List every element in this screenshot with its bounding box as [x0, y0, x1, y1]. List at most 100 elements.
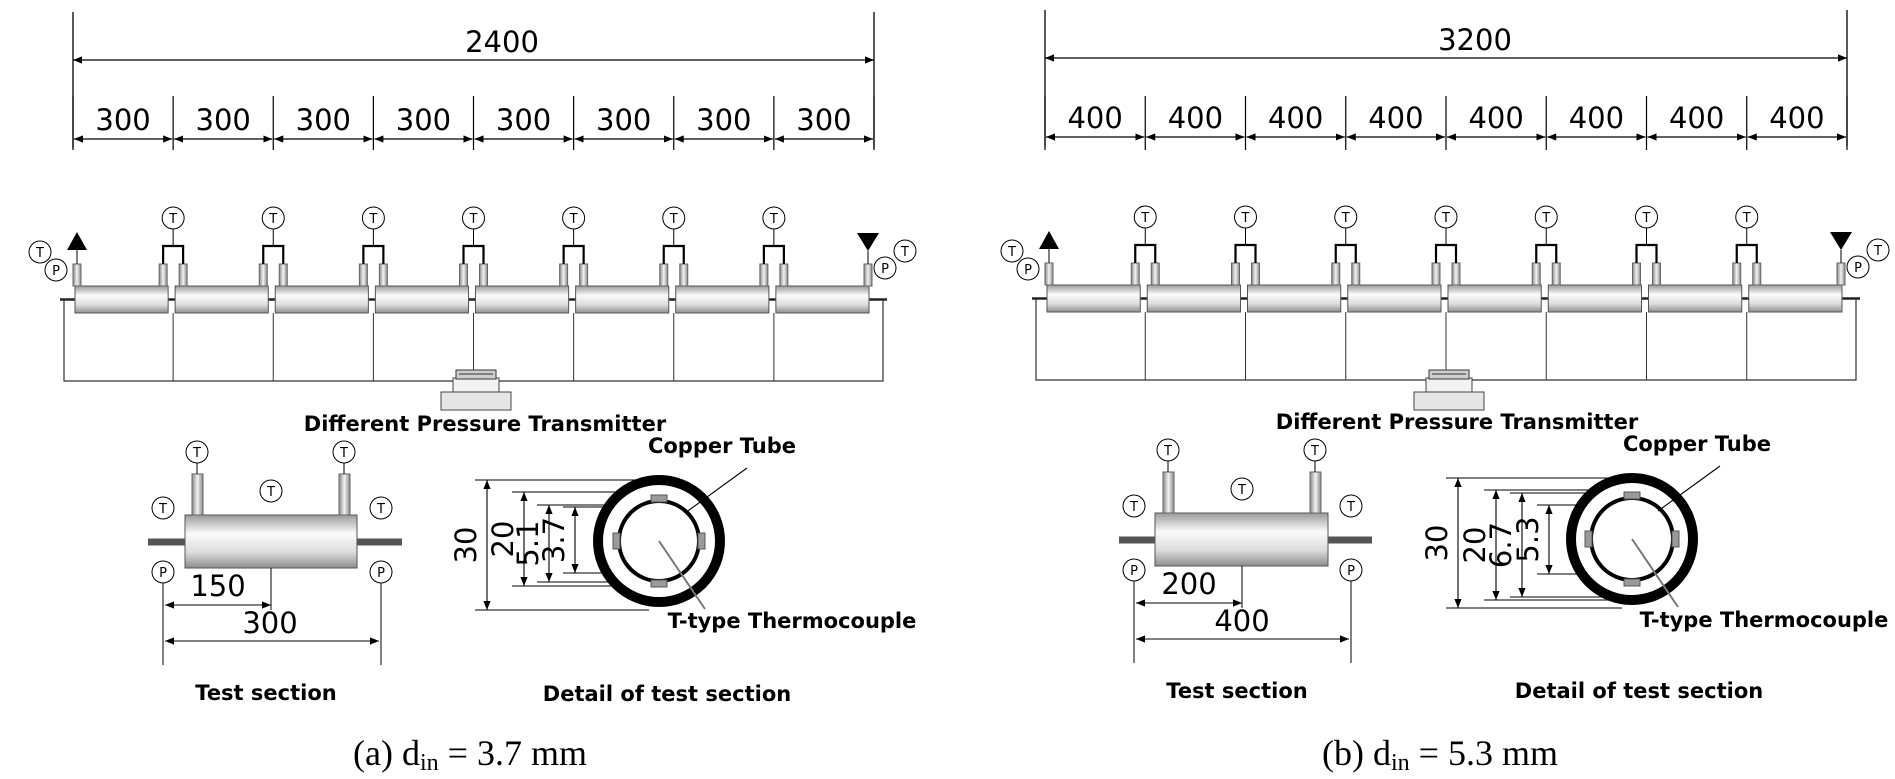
temperature-sensor: T	[1230, 477, 1254, 501]
segment-length-label: 400	[1268, 101, 1323, 135]
thermocouple-leader	[658, 540, 706, 610]
diameter-label: 5.1	[511, 520, 545, 566]
temperature-sensor: T	[1434, 205, 1458, 229]
temperature-sensor: T	[1339, 494, 1363, 518]
segment-length-label: 300	[796, 103, 851, 137]
test-tube-segment	[274, 285, 369, 314]
temperature-sensor: T	[1122, 494, 1146, 518]
test-tube-segment	[475, 285, 570, 314]
copper-tube-label: Copper Tube	[648, 434, 796, 458]
segment-length-label: 300	[196, 103, 251, 137]
svg-text:T: T	[268, 212, 277, 227]
segment-length-label: 300	[496, 103, 551, 137]
test-tube-segment	[1447, 284, 1542, 313]
test-tube-segment	[575, 285, 670, 314]
junction-bridge	[1234, 243, 1257, 263]
junction-bridge	[362, 244, 385, 264]
temperature-sensor: T	[332, 440, 356, 464]
panel-a-caption: (a) din = 3.7 mm	[353, 733, 587, 774]
temperature-sensor: T	[762, 206, 786, 230]
panel-b-full-length: 400	[1214, 604, 1269, 638]
panel-a-dpt	[440, 369, 512, 411]
diameter-label: 6.7	[1484, 522, 1518, 568]
junction-bridge	[1635, 243, 1658, 263]
temperature-sensor: T	[1334, 205, 1358, 229]
diameter-label: 3.7	[537, 517, 571, 563]
svg-text:T: T	[168, 212, 177, 227]
junction-bridge	[262, 244, 285, 264]
thermocouple-pad	[1623, 491, 1641, 500]
pressure-sensor: P	[151, 560, 175, 584]
segment-length-label: 300	[95, 103, 150, 137]
svg-text:T: T	[35, 246, 44, 261]
junction-bridge	[562, 244, 585, 264]
segment-length-label: 400	[1569, 101, 1624, 135]
temperature-sensor: T	[28, 240, 52, 264]
svg-text:T: T	[1129, 500, 1138, 515]
svg-text:T: T	[1346, 500, 1355, 515]
svg-text:T: T	[1241, 211, 1250, 226]
pressure-sensor: P	[1016, 257, 1040, 281]
diameter-label: 20	[1458, 527, 1492, 564]
svg-text:T: T	[569, 212, 578, 227]
temperature-sensor: T	[1534, 205, 1558, 229]
copper-tube-label: Copper Tube	[1623, 432, 1771, 456]
pressure-sensor: P	[1122, 558, 1146, 582]
temperature-sensor: T	[261, 206, 285, 230]
temperature-sensor: T	[1156, 438, 1180, 462]
temperature-sensor: T	[361, 206, 385, 230]
panel-b-dpt	[1413, 369, 1485, 411]
test-tube-segment	[1146, 284, 1241, 313]
temperature-sensor: T	[1635, 205, 1658, 229]
thermocouple-label: T-type Thermocouple	[668, 609, 917, 633]
copper-leader	[1657, 465, 1721, 512]
svg-text:T: T	[1310, 444, 1319, 459]
thermocouple-leader	[1631, 538, 1679, 608]
test-tube-segment	[1748, 284, 1843, 313]
pressure-sensor: P	[44, 258, 68, 282]
panel-b-test-section-title: Test section	[1166, 679, 1307, 703]
svg-text:T: T	[769, 212, 778, 227]
thermocouple-pad	[1671, 530, 1680, 548]
temperature-sensor: T	[662, 206, 686, 230]
svg-text:P: P	[1854, 261, 1862, 276]
svg-text:P: P	[1347, 564, 1355, 579]
panel-a-dpt-label: Different Pressure Transmitter	[304, 412, 667, 436]
panel-b-half-length: 200	[1161, 567, 1216, 601]
temperature-sensor: T	[185, 440, 209, 464]
thermocouple-pad	[1623, 578, 1641, 587]
svg-text:P: P	[1130, 564, 1138, 579]
segment-length-label: 400	[1168, 101, 1223, 135]
svg-text:P: P	[1024, 263, 1032, 278]
test-tube-segment	[174, 285, 269, 314]
pressure-sensor: P	[369, 560, 393, 584]
panel-a-half-length: 150	[190, 569, 245, 603]
junction-bridge	[1735, 243, 1758, 263]
thermocouple-label: T-type Thermocouple	[1640, 608, 1889, 632]
temperature-sensor: T	[259, 479, 283, 503]
segment-length-label: 400	[1769, 101, 1824, 135]
svg-text:T: T	[1642, 211, 1651, 226]
thermocouple-pad	[1584, 530, 1593, 548]
test-tube-segment	[1547, 284, 1642, 313]
svg-text:T: T	[1341, 211, 1350, 226]
outlet-arrow-icon	[857, 233, 879, 251]
junction-bridge	[1334, 243, 1357, 263]
junction-bridge	[662, 244, 685, 264]
test-tube-segment	[775, 285, 870, 314]
junction-bridge	[1535, 243, 1558, 263]
svg-text:T: T	[669, 212, 678, 227]
outlet-arrow-icon	[1830, 232, 1852, 250]
svg-text:T: T	[1140, 211, 1149, 226]
copper-leader	[684, 467, 748, 514]
svg-text:T: T	[266, 485, 275, 500]
